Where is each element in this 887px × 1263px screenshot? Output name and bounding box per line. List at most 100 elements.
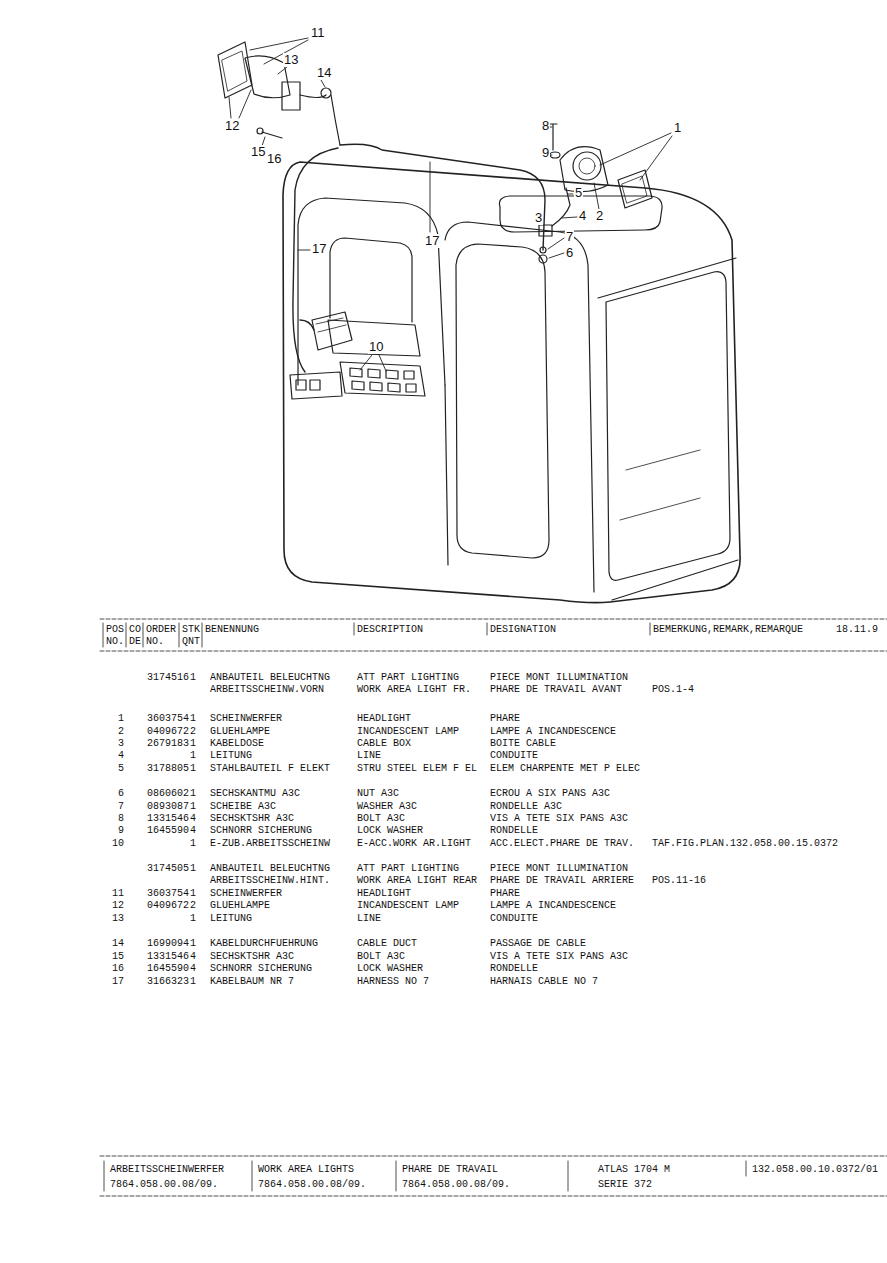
table-cell: KABELDOSE <box>210 738 264 749</box>
table-rule <box>100 1156 887 1196</box>
table-cell: LOCK WASHER <box>357 963 423 974</box>
table-cell: BOLT A3C <box>357 951 405 962</box>
table-cell: 9 <box>118 825 124 836</box>
callout-number: 11 <box>310 26 326 40</box>
table-cell: 7 <box>118 801 124 812</box>
table-cell: VIS A TETE SIX PANS A3C <box>490 951 628 962</box>
table-cell: 1 <box>190 938 196 949</box>
table-cell: 1 <box>190 713 196 724</box>
table-cell: 3603754 <box>147 713 189 724</box>
table-cell: 1 <box>190 863 196 874</box>
table-cell: GLUEHLAMPE <box>210 900 270 911</box>
table-cell: SCHNORR SICHERUNG <box>210 825 312 836</box>
table-cell: DE <box>129 636 141 647</box>
cable-harness <box>293 148 338 372</box>
seat <box>330 238 412 322</box>
table-cell: ATLAS 1704 M <box>598 1164 670 1175</box>
table-cell: 10 <box>112 838 124 849</box>
leader-line <box>321 80 325 87</box>
table-cell: POS.11-16 <box>652 875 706 886</box>
rear-work-light <box>321 88 331 98</box>
callout-number: 1 <box>673 121 682 135</box>
table-cell: ATT PART LIGHTING <box>357 672 459 683</box>
table-cell: 4 <box>190 951 196 962</box>
table-cell: 1 <box>118 713 124 724</box>
cable-harness <box>340 144 545 250</box>
table-cell: SCHEINWERFER <box>210 888 282 899</box>
leader-line <box>594 183 599 209</box>
table-cell: 15 <box>112 951 124 962</box>
callout-number: 6 <box>565 246 574 260</box>
table-cell: LEITUNG <box>210 913 252 924</box>
table-cell: 5 <box>118 763 124 774</box>
table-cell: CONDUITE <box>490 913 538 924</box>
table-cell: PHARE DE TRAVAIL <box>402 1164 498 1175</box>
callout-number: 7 <box>565 230 574 244</box>
table-cell: SCHEIBE A3C <box>210 801 276 812</box>
leader-line <box>600 133 672 180</box>
callout-number: 16 <box>266 152 282 166</box>
table-cell: KABELDURCHFUEHRUNG <box>210 938 318 949</box>
table-cell: 18.11.9 <box>836 624 878 635</box>
leader-line <box>229 90 251 118</box>
cab-outline <box>445 222 594 592</box>
table-cell: 14 <box>112 938 124 949</box>
front-work-light <box>550 152 560 158</box>
callout-number: 10 <box>368 340 384 354</box>
rear-work-light <box>282 82 300 110</box>
leader-line <box>298 250 310 251</box>
table-cell: 1645590 <box>147 963 189 974</box>
table-cell: NO. <box>146 636 164 647</box>
table-cell: 0893087 <box>147 801 189 812</box>
callout-number: 4 <box>578 209 587 223</box>
leader-line <box>229 38 672 371</box>
table-cell: 2 <box>190 726 196 737</box>
front-work-light <box>618 170 652 208</box>
leader-line <box>550 127 552 128</box>
table-cell: 1 <box>190 976 196 987</box>
leader-line <box>360 355 386 371</box>
table-cell: 11 <box>112 888 124 899</box>
cable-harness <box>293 144 545 372</box>
table-cell: RONDELLE <box>490 825 538 836</box>
table-cell: ELEM CHARPENTE MET P ELEC <box>490 763 640 774</box>
table-cell: PHARE <box>490 713 520 724</box>
table-cell: LEITUNG <box>210 750 252 761</box>
table-cell: ACC.ELECT.PHARE DE TRAV. <box>490 838 634 849</box>
cab-outline <box>499 196 662 232</box>
front-work-light <box>579 158 595 174</box>
table-cell: POS <box>106 624 124 635</box>
callout-number: 14 <box>316 66 332 80</box>
callout-number: 17 <box>424 234 440 248</box>
table-cell: 7864.058.00.08/09. <box>258 1179 366 1190</box>
table-cell: 3166323 <box>147 976 189 987</box>
table-cell: 6 <box>118 788 124 799</box>
table-cell: 12 <box>112 900 124 911</box>
table-cell: 1 <box>190 888 196 899</box>
table-cell: LOCK WASHER <box>357 825 423 836</box>
table-cell: 13 <box>112 913 124 924</box>
table-cell: HEADLIGHT <box>357 888 411 899</box>
table-cell: KABELBAUM NR 7 <box>210 976 294 987</box>
front-work-light <box>622 176 647 203</box>
table-rule <box>100 619 887 651</box>
front-work-light <box>539 124 652 263</box>
leader-line <box>550 155 552 156</box>
table-cell: INCANDESCENT LAMP <box>357 900 459 911</box>
callout-number: 8 <box>541 119 550 133</box>
callout-number: 15 <box>250 145 266 159</box>
table-cell: STK <box>182 624 200 635</box>
table-cell: LAMPE A INCANDESCENCE <box>490 726 616 737</box>
table-cell: 4 <box>190 813 196 824</box>
table-cell: WORK AREA LIGHT REAR <box>357 875 477 886</box>
table-cell: PIECE MONT ILLUMINATION <box>490 863 628 874</box>
table-cell: 3603754 <box>147 888 189 899</box>
table-cell: CO <box>129 624 141 635</box>
column-separator <box>103 623 650 647</box>
table-cell: ANBAUTEIL BELEUCHTNG <box>210 863 330 874</box>
table-cell: NUT A3C <box>357 788 399 799</box>
rear-work-light <box>218 42 340 145</box>
table-cell: 7864.058.00.08/09. <box>110 1179 218 1190</box>
front-work-light <box>539 225 552 236</box>
